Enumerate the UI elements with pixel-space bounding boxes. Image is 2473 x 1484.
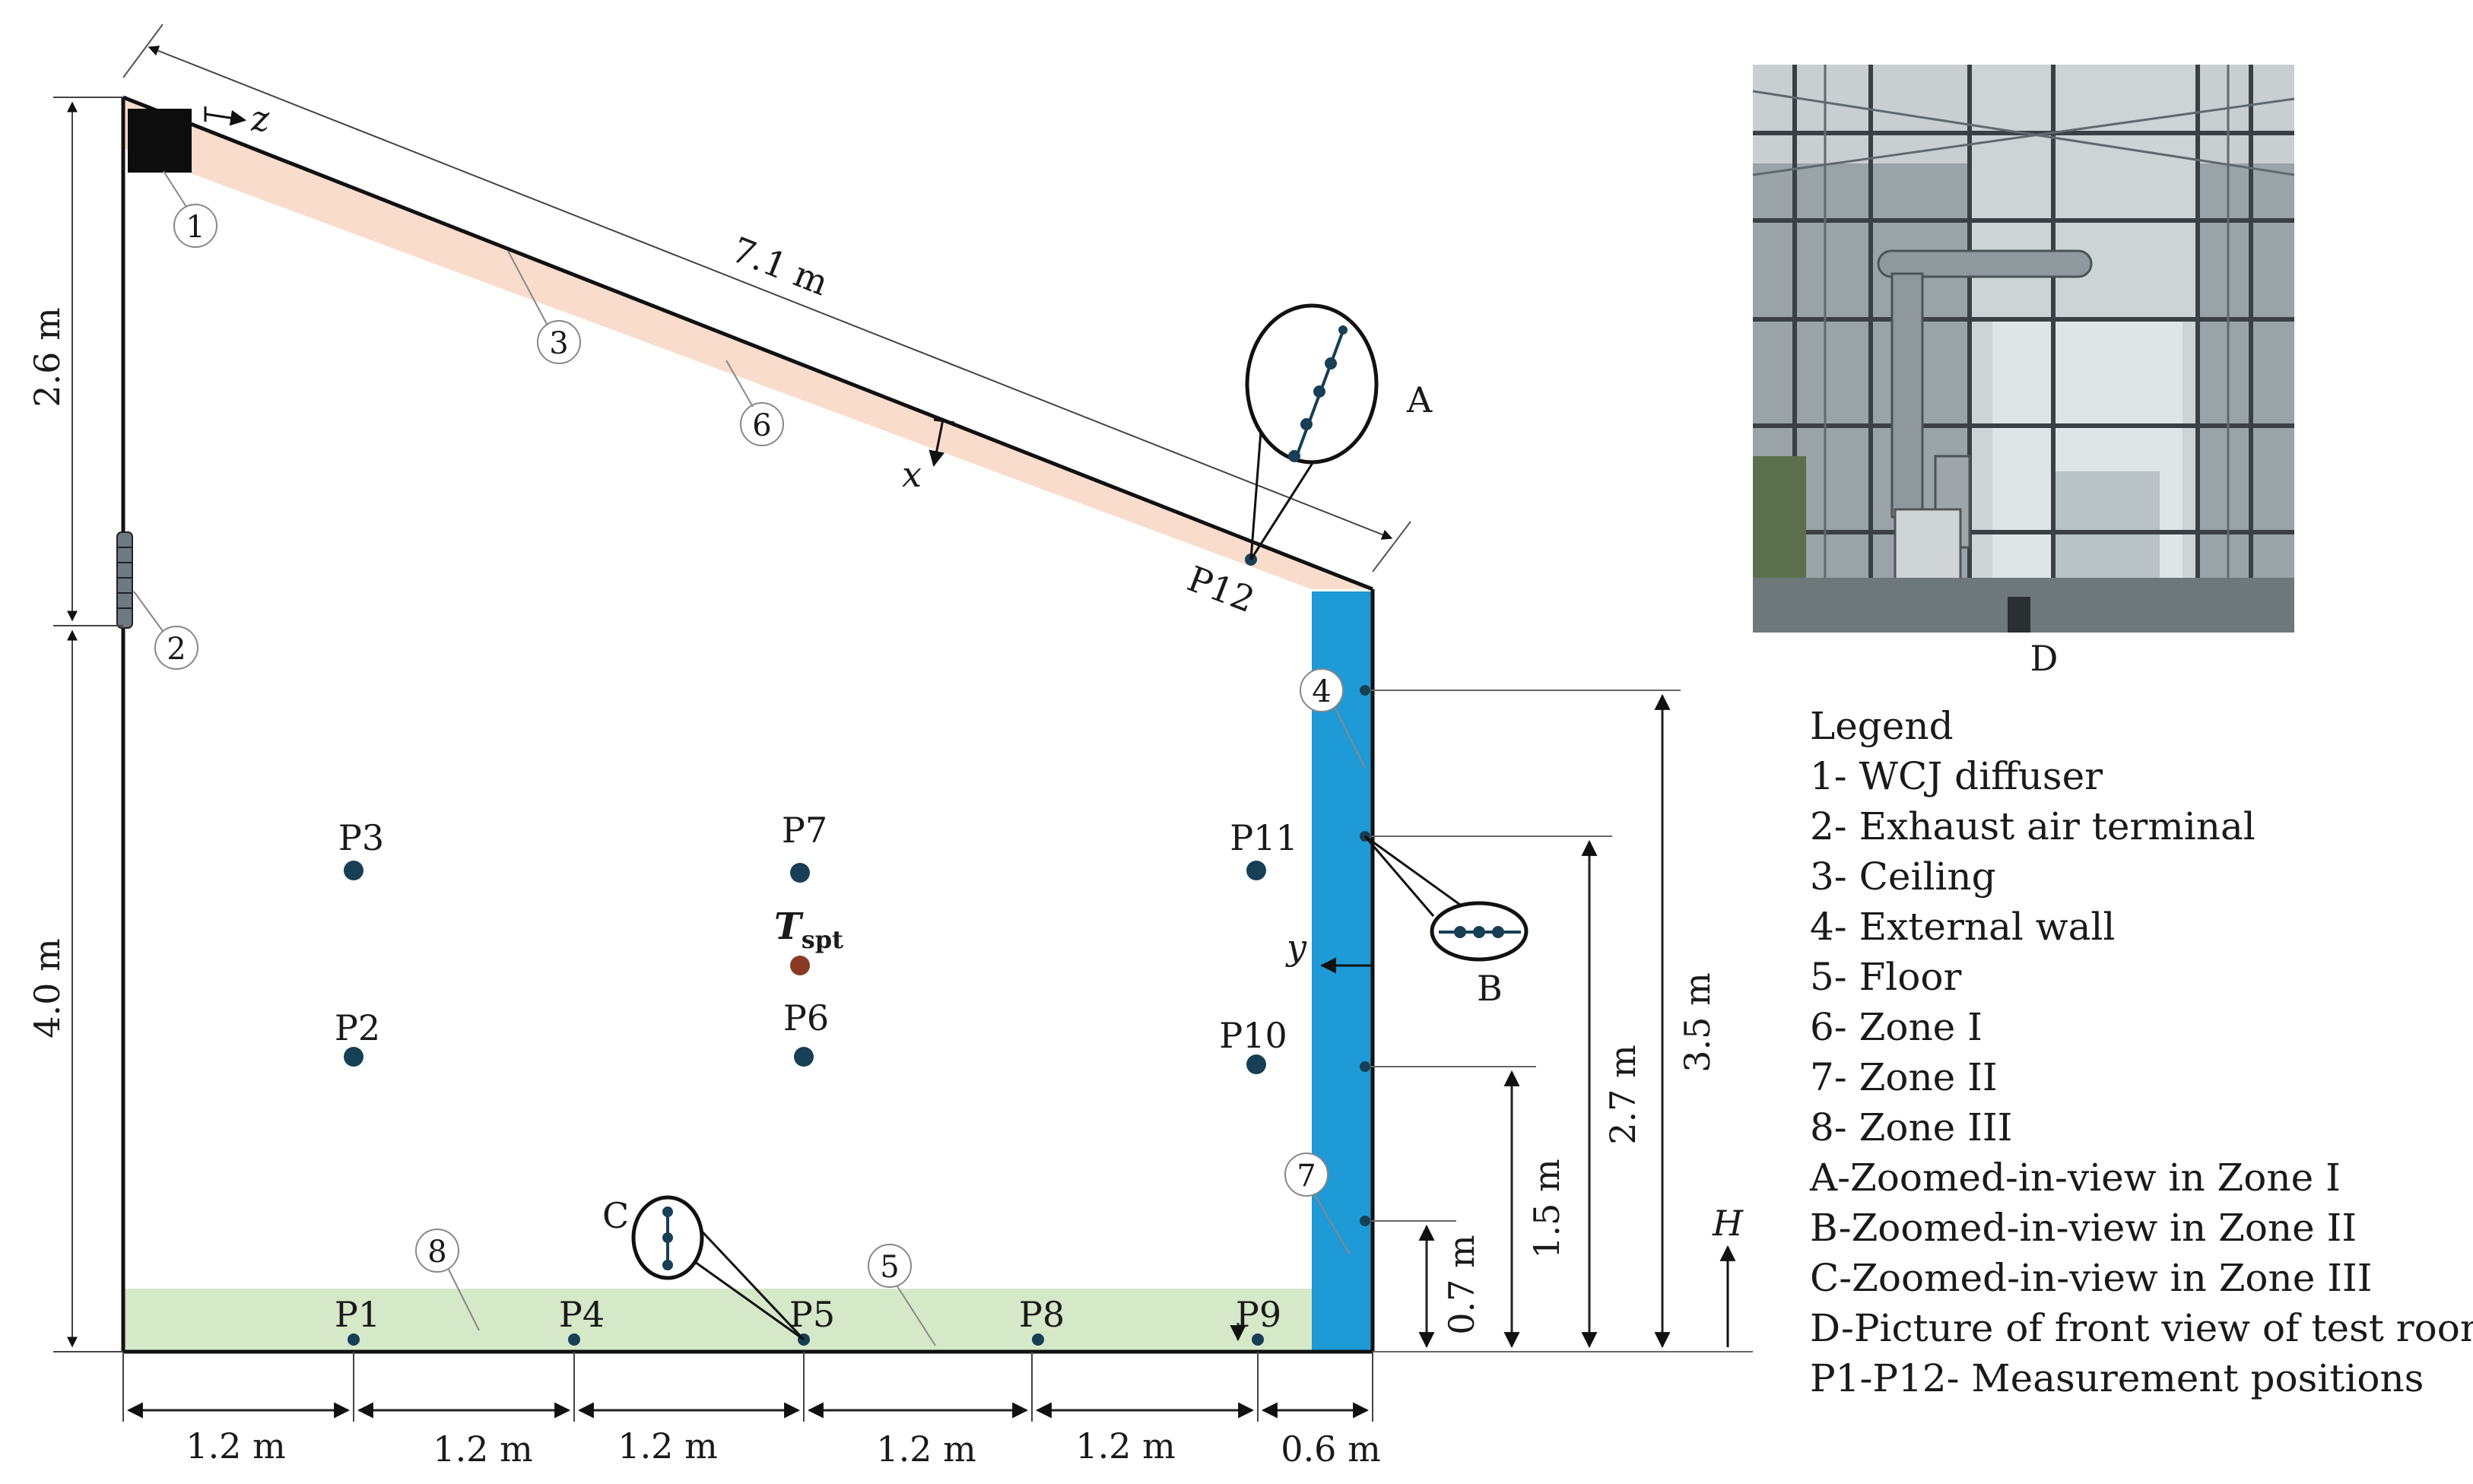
sensor-p2 xyxy=(344,1047,363,1067)
sensor-p4 xyxy=(568,1333,580,1346)
legend-item: A-Zoomed-in-view in Zone I xyxy=(1809,1156,2341,1200)
legend-item: 2- Exhaust air terminal xyxy=(1810,804,2256,848)
bottom-dim-1-label: 1.2 m xyxy=(186,1425,285,1467)
legend-item: D-Picture of front view of test room xyxy=(1810,1306,2473,1350)
sensor-p7 xyxy=(790,863,810,883)
legend-item: 4- External wall xyxy=(1810,905,2115,949)
sensor-p1 xyxy=(348,1333,360,1346)
circled-number-markers xyxy=(154,204,1344,1288)
sensor-p10 xyxy=(1246,1054,1266,1074)
legend-title: Legend xyxy=(1810,704,1954,748)
circled-label-4: 4 xyxy=(1312,674,1331,709)
wcj-diffuser xyxy=(128,109,192,173)
legend-item: P1-P12- Measurement positions xyxy=(1810,1356,2424,1400)
sensor-tspt xyxy=(790,956,810,975)
legend: Legend 1- WCJ diffuser 2- Exhaust air te… xyxy=(1809,704,2473,1400)
exhaust-air-terminal xyxy=(116,531,133,629)
zoom-view-c xyxy=(631,1195,805,1341)
z-axis-arrow xyxy=(205,109,247,126)
label-p5: P5 xyxy=(789,1294,835,1335)
x-axis-arrow xyxy=(929,419,945,468)
label-p10: P10 xyxy=(1219,1015,1287,1056)
z-axis-label: z xyxy=(250,98,270,139)
legend-item: C-Zoomed-in-view in Zone III xyxy=(1810,1256,2372,1300)
zone-iii-floor-band xyxy=(123,1289,1313,1351)
bottom-dim-2-label: 1.2 m xyxy=(433,1429,532,1470)
label-p6: P6 xyxy=(783,997,829,1038)
wall-sensors xyxy=(1360,685,1370,1226)
zoom-label-b: B xyxy=(1477,968,1503,1009)
circled-label-6: 6 xyxy=(752,408,771,443)
sensor-p11 xyxy=(1246,861,1266,880)
label-p12: P12 xyxy=(1182,558,1260,620)
circled-label-1: 1 xyxy=(186,210,205,245)
label-p11: P11 xyxy=(1230,817,1297,858)
label-p4: P4 xyxy=(559,1294,605,1335)
legend-item: 1- WCJ diffuser xyxy=(1810,754,2103,798)
ceiling-length-label: 7.1 m xyxy=(726,229,834,303)
height-0-7-label: 0.7 m xyxy=(1441,1235,1482,1334)
room-outline xyxy=(121,95,1375,1354)
bottom-dim-4-label: 1.2 m xyxy=(876,1429,976,1470)
legend-item: 6- Zone I xyxy=(1810,1005,1983,1049)
height-3-5-label: 3.5 m xyxy=(1677,972,1718,1072)
height-1-5-label: 1.5 m xyxy=(1526,1159,1567,1258)
zoom-label-a: A xyxy=(1406,379,1433,420)
h-axis-label: H xyxy=(1712,1203,1744,1244)
legend-item: B-Zoomed-in-view in Zone II xyxy=(1810,1206,2357,1250)
legend-item: 5- Floor xyxy=(1810,955,1961,999)
measurement-sensors xyxy=(344,553,1266,1346)
circled-label-3: 3 xyxy=(549,326,568,361)
circled-label-2: 2 xyxy=(167,632,186,667)
circled-label-5: 5 xyxy=(880,1250,899,1285)
label-p1: P1 xyxy=(335,1294,380,1335)
label-p9: P9 xyxy=(1236,1294,1281,1335)
bottom-dim-3-label: 1.2 m xyxy=(617,1425,717,1467)
ceiling-dimension-line xyxy=(148,46,1393,540)
label-p2: P2 xyxy=(335,1007,380,1048)
bottom-dim-6-label: 0.6 m xyxy=(1281,1429,1380,1470)
zoom-view-a xyxy=(1245,303,1379,560)
legend-item: 8- Zone III xyxy=(1810,1105,2012,1149)
circled-label-8: 8 xyxy=(427,1235,446,1270)
left-upper-length-label: 2.6 m xyxy=(27,307,68,407)
circled-label-7: 7 xyxy=(1297,1159,1316,1194)
height-2-7-label: 2.7 m xyxy=(1602,1045,1643,1144)
y-axis-label: y xyxy=(1285,927,1307,968)
legend-item: 3- Ceiling xyxy=(1810,855,1996,899)
label-p8: P8 xyxy=(1019,1294,1065,1335)
greenhouse-test-room-photo xyxy=(1752,65,2295,633)
label-p3: P3 xyxy=(338,817,384,858)
legend-item: 7- Zone II xyxy=(1810,1055,1998,1099)
sensor-p3 xyxy=(344,861,363,880)
photo-label-d: D xyxy=(2030,638,2059,679)
left-lower-length-label: 4.0 m xyxy=(27,938,68,1038)
label-p7: P7 xyxy=(782,810,827,851)
sensor-p9 xyxy=(1252,1333,1264,1346)
zoom-label-c: C xyxy=(602,1195,629,1236)
sensor-p6 xyxy=(794,1047,814,1067)
label-tspt: Tspt xyxy=(774,905,843,954)
sensor-p8 xyxy=(1032,1333,1044,1346)
x-axis-label: x xyxy=(902,454,922,495)
bottom-dim-5-label: 1.2 m xyxy=(1075,1425,1175,1467)
zoom-view-b xyxy=(1363,835,1529,962)
